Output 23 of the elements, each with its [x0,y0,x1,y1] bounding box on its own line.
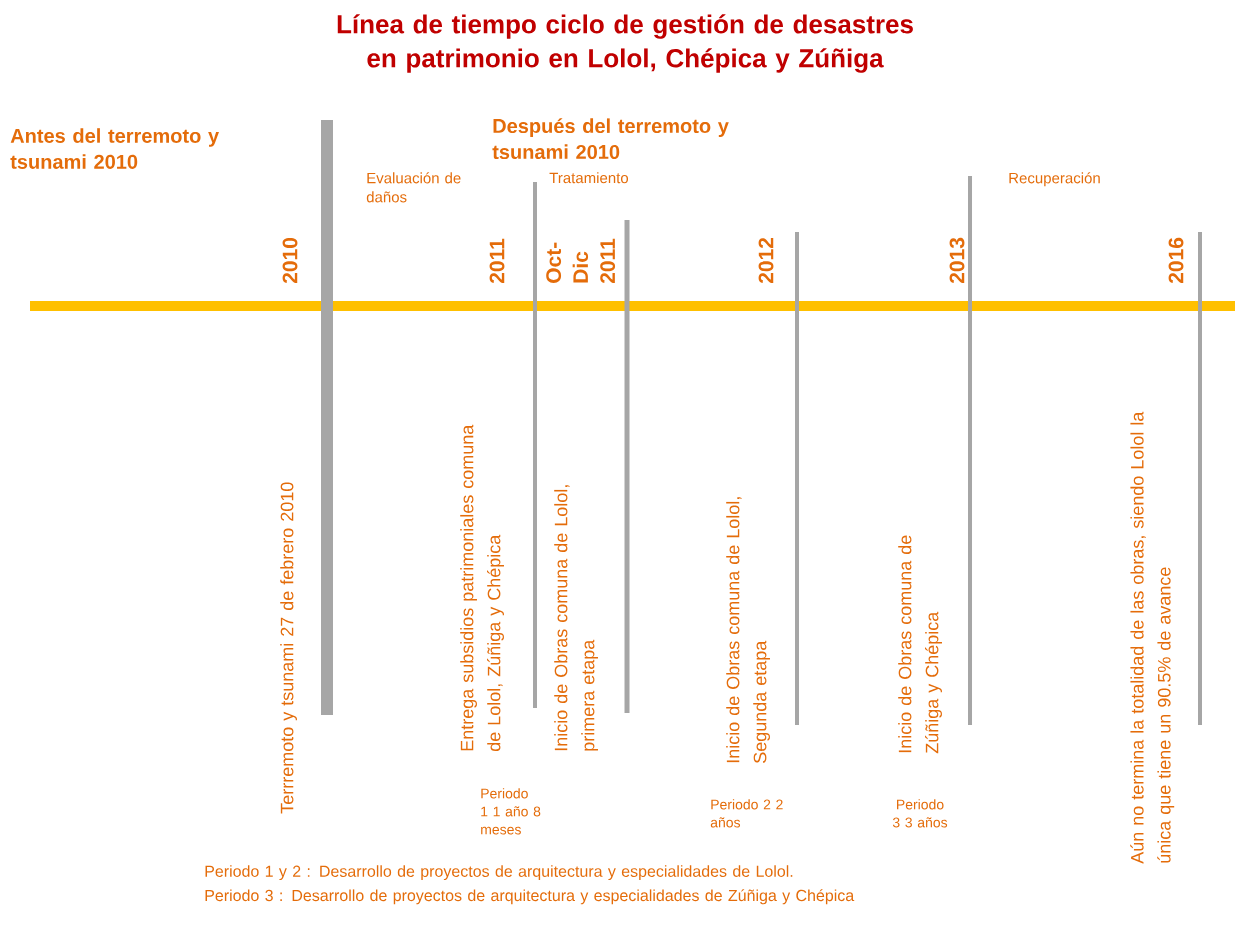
event-text: Entrega subsidios patrimoniales comuna de Lolol, Zúñiga y Chépica [460,424,504,752]
year-label: Oct-Dic 2011 [546,238,616,284]
event-text: Inicio de Obras comuna de Lolol, Segunda etapa [726,497,770,763]
year-label: 2011 [489,238,505,284]
phase-label: Evaluación de daños [366,172,461,203]
footnote: Periodo 1 y 2 : Desarrollo de proyectos de arquitectura y especialidades de Lolol. [205,865,793,881]
year-label: 2012 [758,237,774,284]
footnote: Periodo 3 : Desarrollo de proyectos de arquitectura y especialidades de Zúñiga y Chépica [205,889,855,905]
year-label: 2013 [949,237,965,284]
event-text: Inicio de Obras comuna de Zúñiga y Chépica [898,535,942,754]
phase-label: Tratamiento [549,172,629,184]
section-heading: Después del terremoto y tsunami 2010 [492,118,729,160]
section-heading: Antes del terremoto y tsunami 2010 [10,128,219,169]
year-label: 2010 [282,237,298,284]
event-text: Terrremoto y tsunami 27 de febrero 2010 [280,482,297,814]
event-text: Aún no termina la totalidad de las obras, siendo Lolol la única que tiene un 90.5% de avance [1130,411,1175,864]
period-note: Periodo 1 1 año 8 meses [481,788,541,835]
event-text: Inicio de Obras comuna de Lolol, primera etapa [554,485,598,751]
phase-label: Recuperación [1009,172,1100,187]
title: Línea de tiempo ciclo de gestión de desastres en patrimonio en Lolol, Chépica y Zúñiga [337,14,913,73]
period-note: Periodo 3 3 años [892,799,948,828]
year-label: 2016 [1168,237,1184,284]
period-note: Periodo 2 2 años [710,799,783,828]
